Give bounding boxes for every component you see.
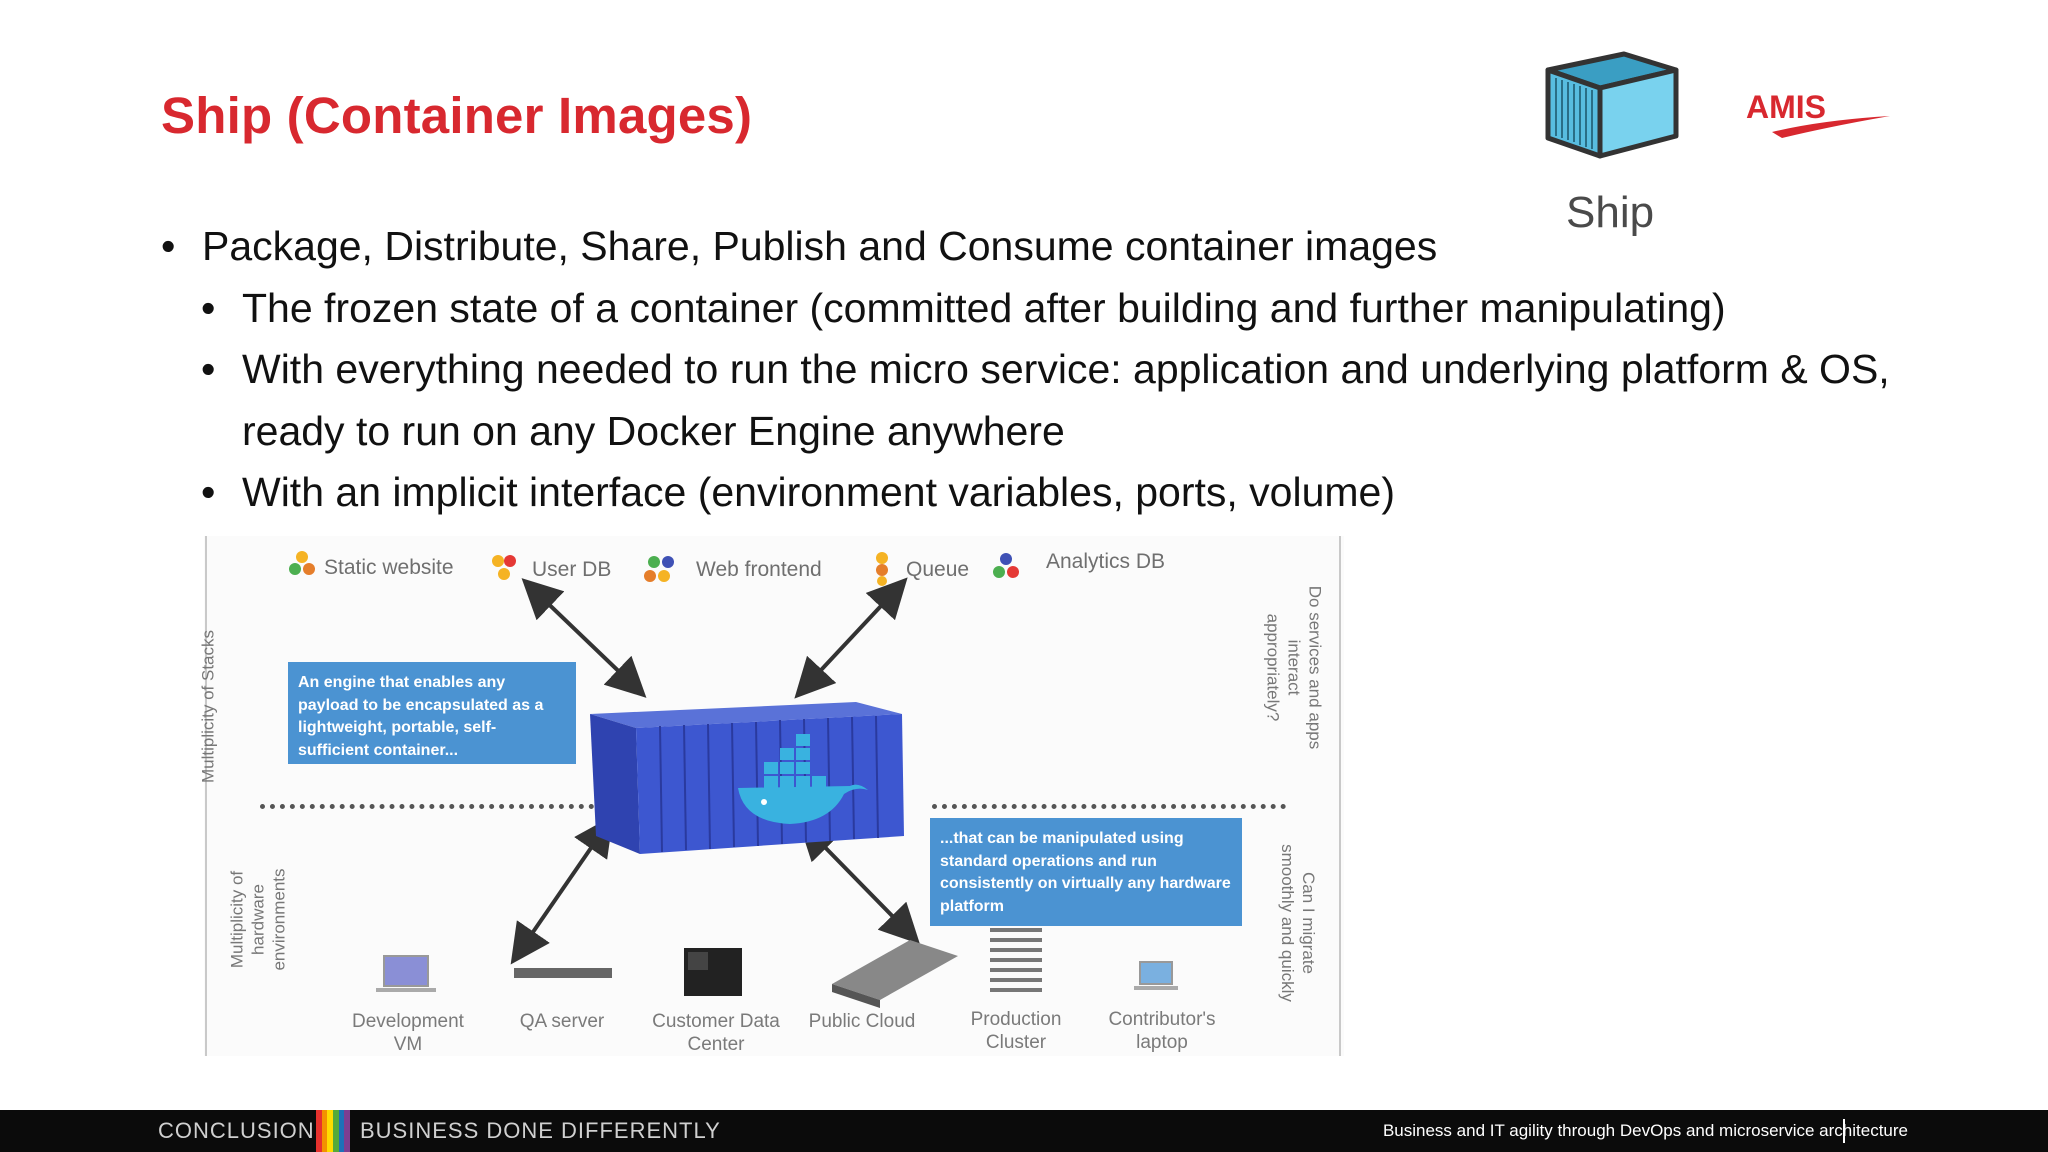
stack-label: Static website [324, 556, 454, 579]
footer-color-stripes [316, 1110, 351, 1152]
stripe [316, 1110, 322, 1152]
amis-logo-text: AMIS [1746, 89, 1826, 125]
laptop-icon [383, 955, 429, 987]
footer-subtitle: Business and IT agility through DevOps a… [1382, 1121, 1908, 1140]
web-frontend-icon [644, 556, 674, 582]
operations-callout: ...that can be manipulated using standar… [930, 818, 1242, 926]
diagram-left-border [205, 536, 207, 1056]
bullet-item: Package, Distribute, Share, Publish and … [161, 216, 1901, 278]
sub-bullet-item: The frozen state of a container (committ… [201, 278, 1901, 340]
footer-conclusion: CONCLUSION [158, 1118, 315, 1143]
environment-label: Development VM [352, 1011, 464, 1055]
stack-label: Analytics DB [1046, 550, 1166, 573]
cloud-board-icon [832, 940, 958, 1000]
footer-separator [1843, 1119, 1845, 1143]
stack-label: User DB [532, 558, 612, 581]
stripe [333, 1110, 339, 1152]
docker-diagram: Static website User DB Web frontend Queu… [199, 536, 1344, 1056]
divider-line [932, 804, 1286, 809]
bullet-list: Package, Distribute, Share, Publish and … [161, 216, 1901, 524]
stripe [327, 1110, 334, 1152]
ship-label: Ship [1566, 188, 1655, 237]
footer-tagline: BUSINESS DONE DIFFERENTLY [360, 1118, 721, 1143]
footer-bar: CONCLUSION BUSINESS DONE DIFFERENTLY Bus… [0, 1110, 2048, 1152]
environment-label: QA server [519, 1011, 605, 1032]
docker-container-illustration [376, 577, 1178, 1008]
sub-bullet-item: With everything needed to run the micro … [201, 339, 1901, 462]
environment-label: Contributor's laptop [1108, 1009, 1216, 1053]
stack-label: Queue [906, 558, 970, 581]
environment-label: Production Cluster [970, 1009, 1062, 1053]
environment-label: Public Cloud [808, 1011, 916, 1032]
server-rack-icon [514, 968, 612, 978]
shipping-container-icon [1545, 51, 1679, 159]
environment-label: Customer Data Center [652, 1011, 780, 1055]
divider-line [260, 804, 634, 809]
amis-logo: AMIS [1746, 89, 1890, 138]
analytics-db-icon [993, 553, 1019, 578]
small-laptop-icon [1139, 961, 1173, 985]
static-website-icon [289, 551, 315, 575]
slide-title: Ship (Container Images) [161, 87, 753, 144]
cluster-icon [990, 928, 1042, 992]
stripe [344, 1110, 351, 1152]
stripe [338, 1110, 345, 1152]
sub-bullet-item: With an implicit interface (environment … [201, 462, 1901, 524]
user-db-icon [492, 555, 516, 580]
stack-label: Web frontend [696, 558, 822, 581]
diagram-right-border [1339, 536, 1341, 1056]
stripe [321, 1110, 328, 1152]
